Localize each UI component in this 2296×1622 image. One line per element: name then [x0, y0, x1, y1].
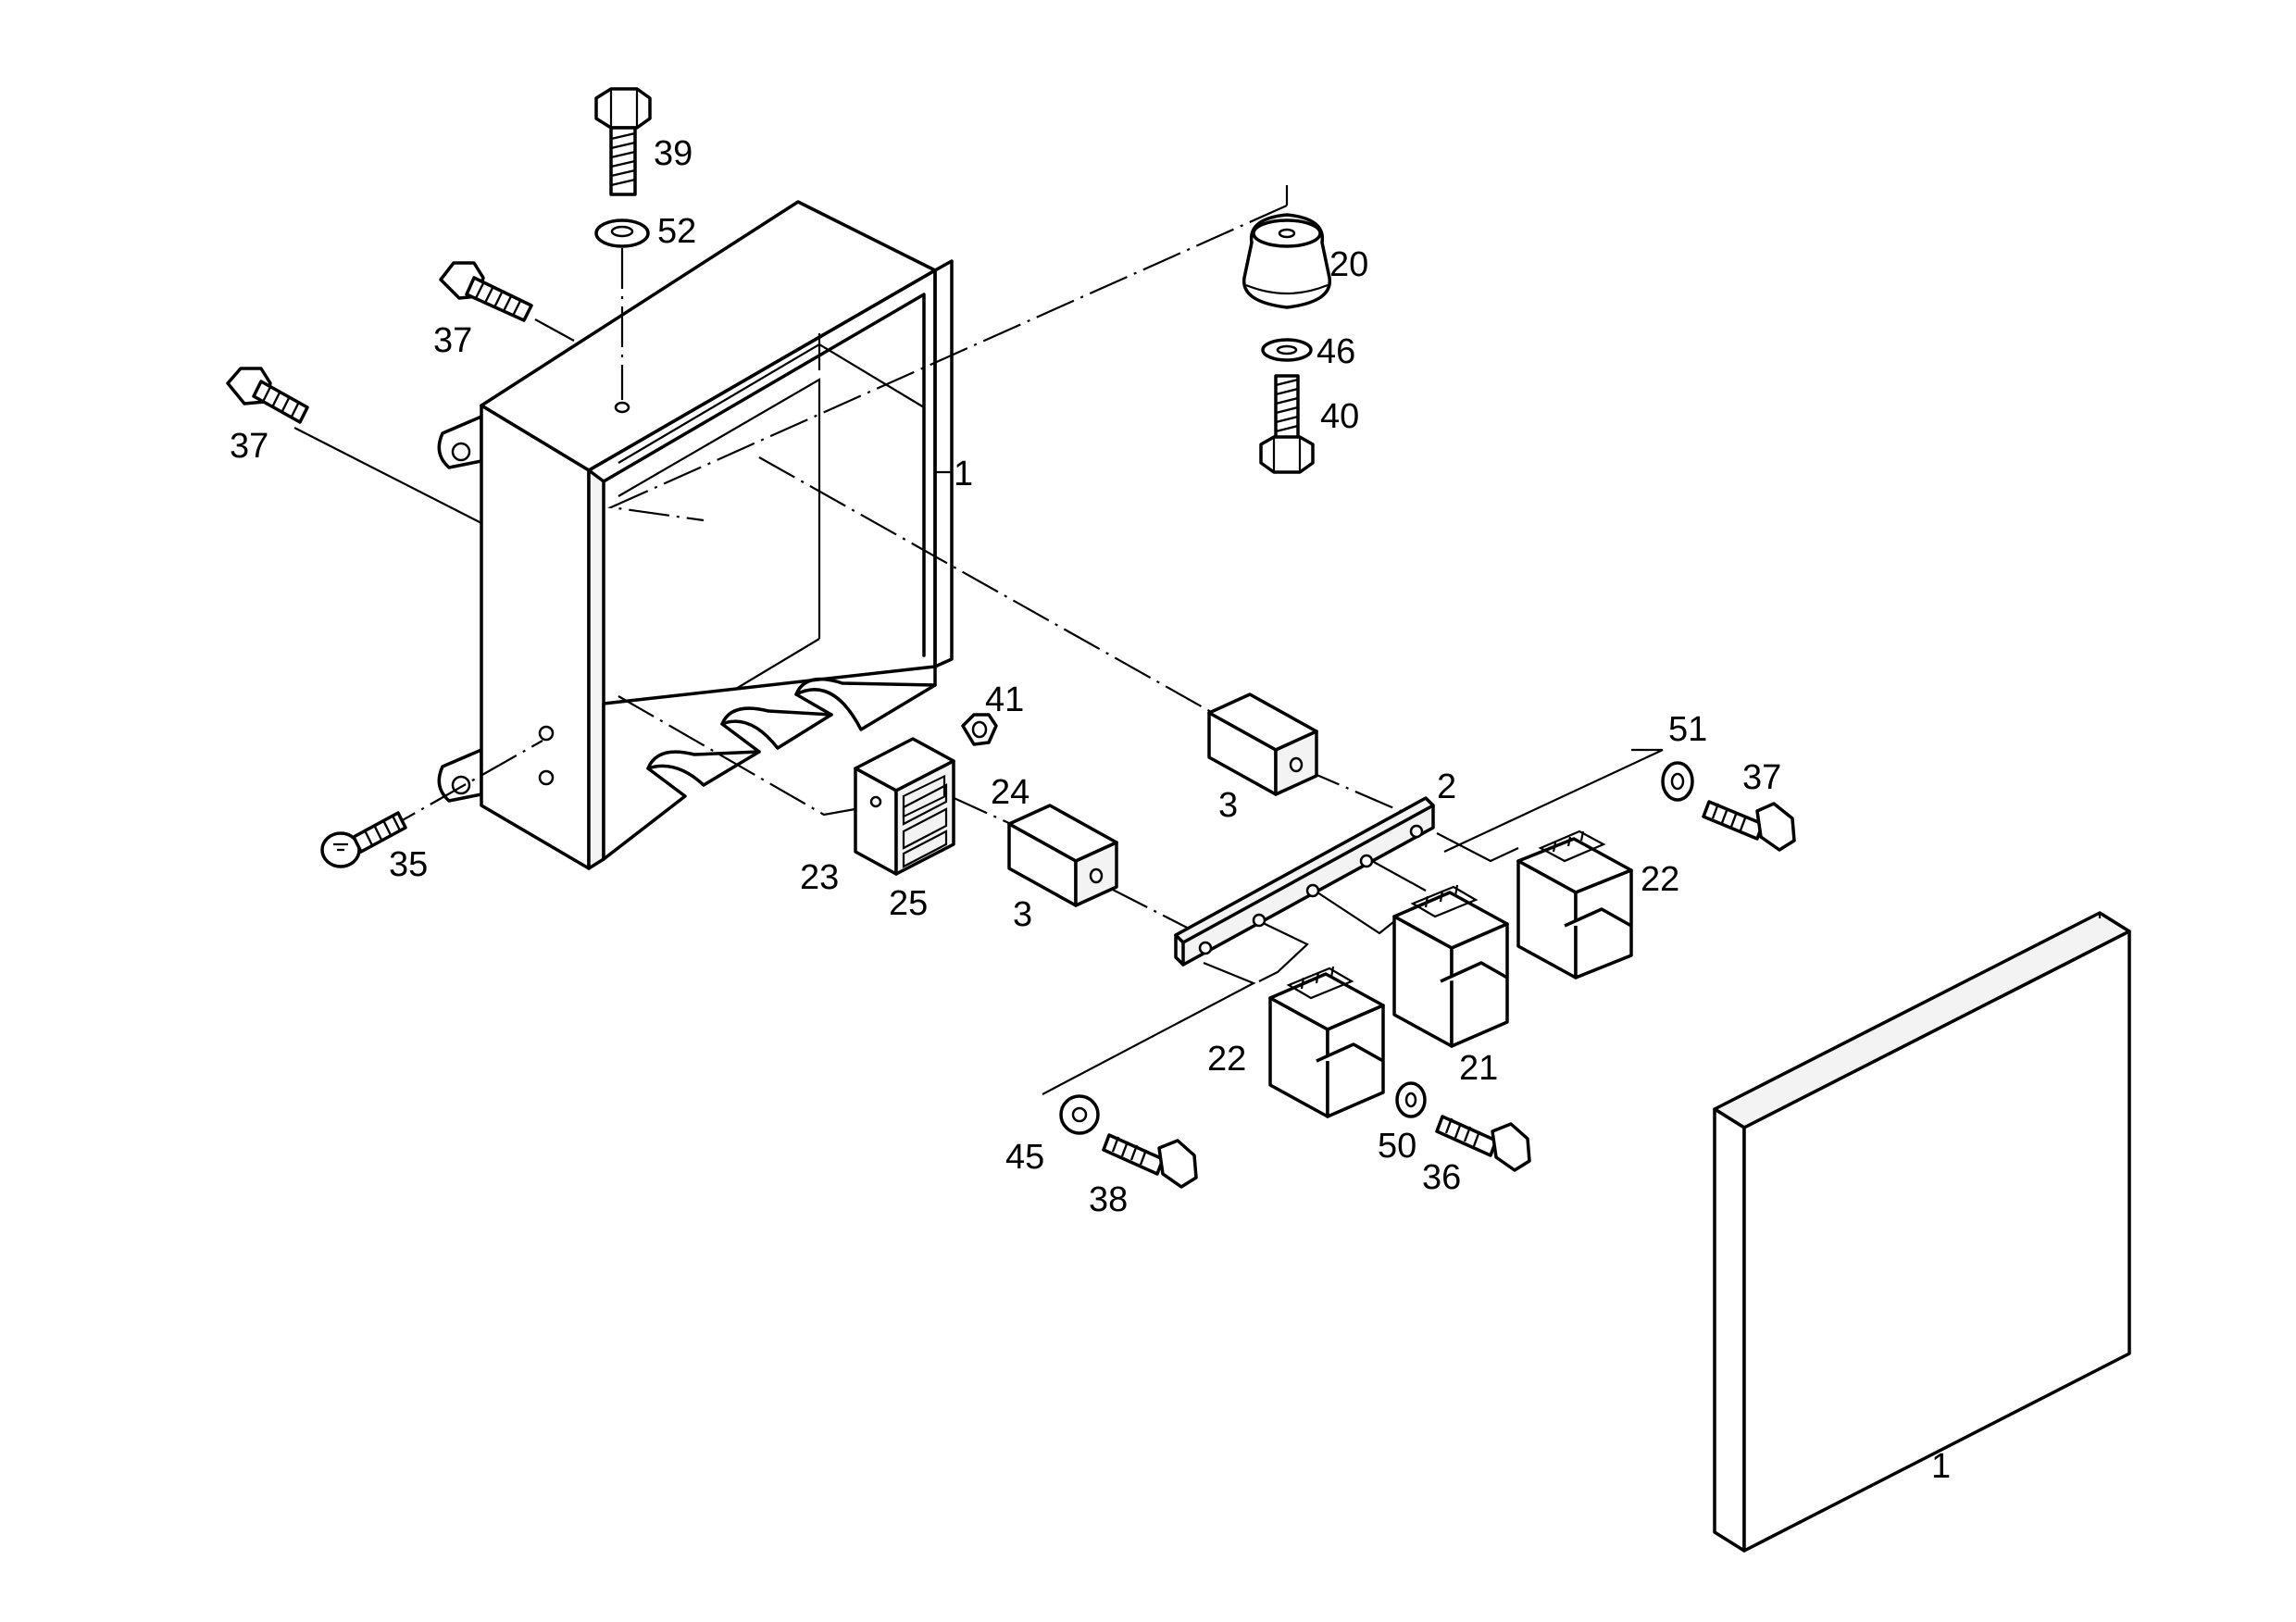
- bolt-40: [1259, 374, 1315, 474]
- callout-3-lower: 3: [1013, 895, 1032, 934]
- callout-39: 39: [654, 134, 693, 173]
- spacer-upper: [1207, 692, 1318, 796]
- nut-41: [961, 713, 998, 746]
- washer-52: [594, 218, 650, 248]
- callout-labels: 39 52 37 37 20 46 40 1 41 24 23 25 35 3 …: [230, 134, 1951, 1486]
- callout-25: 25: [889, 884, 928, 923]
- callout-52: 52: [657, 212, 696, 251]
- callout-41: 41: [985, 680, 1024, 719]
- bolt-39: [594, 87, 652, 196]
- relay-22-left: [1268, 966, 1385, 1118]
- callout-45: 45: [1005, 1138, 1044, 1177]
- washer-45: [1059, 1094, 1100, 1135]
- callout-37-upper: 37: [433, 321, 472, 360]
- bolt-38: [1102, 1133, 1198, 1189]
- front-cover-panel: [1713, 911, 2131, 1553]
- relay-22-right: [1516, 830, 1633, 979]
- housing-box: [437, 200, 954, 870]
- callout-22-left: 22: [1207, 1040, 1246, 1079]
- bolt-36: [1435, 1115, 1531, 1172]
- callout-3-upper: 3: [1218, 786, 1238, 825]
- callout-22-right: 22: [1641, 860, 1679, 899]
- terminal-block: [854, 737, 955, 876]
- bolt-37-right: [1702, 800, 1796, 852]
- callout-51: 51: [1668, 710, 1707, 749]
- callout-46: 46: [1316, 332, 1355, 371]
- screw-35: [320, 811, 407, 868]
- callout-37-left: 37: [230, 427, 268, 466]
- washer-51: [1661, 761, 1694, 802]
- callout-35: 35: [389, 845, 428, 884]
- callout-23: 23: [800, 858, 839, 897]
- callout-1-cover: 1: [1931, 1447, 1951, 1486]
- rubber-mount-20: [1242, 213, 1331, 309]
- callout-40: 40: [1320, 397, 1359, 436]
- callout-21: 21: [1459, 1049, 1498, 1088]
- callout-24: 24: [991, 773, 1029, 812]
- bolt-37-left: [226, 367, 309, 424]
- terminal-bar: [1174, 796, 1435, 967]
- callout-2: 2: [1437, 767, 1456, 806]
- callout-20: 20: [1329, 245, 1368, 284]
- spacer-lower: [1007, 804, 1118, 907]
- washer-46: [1261, 338, 1313, 362]
- callout-36: 36: [1422, 1158, 1461, 1197]
- washer-50: [1395, 1081, 1427, 1118]
- relay-21: [1392, 884, 1509, 1048]
- callout-37-right: 37: [1742, 758, 1781, 797]
- callout-50: 50: [1378, 1127, 1416, 1166]
- callout-38: 38: [1089, 1180, 1128, 1219]
- callout-1-housing: 1: [954, 455, 973, 493]
- bolt-37-upper: [439, 261, 533, 322]
